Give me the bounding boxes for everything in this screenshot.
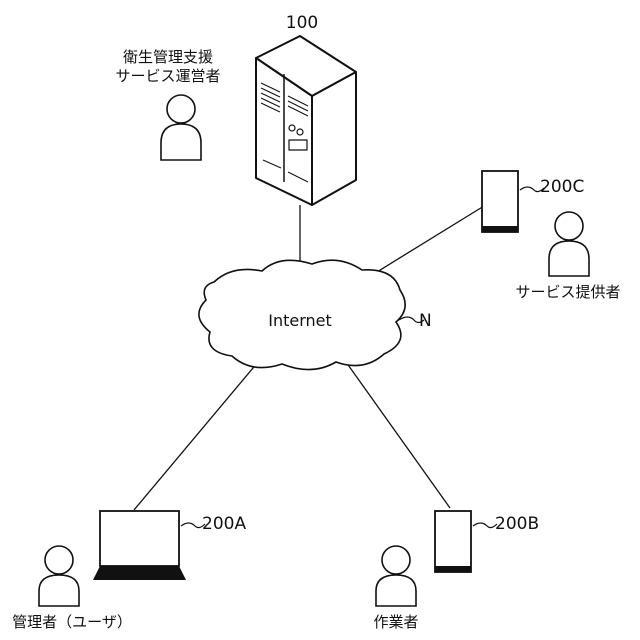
service-provider-label: サービス提供者: [515, 283, 620, 301]
smartphone-200B-icon: [435, 511, 471, 572]
worker-label: 作業者: [373, 613, 418, 631]
worker-person-icon: [376, 546, 416, 606]
smartphone-200B-leader: [473, 523, 497, 528]
service-provider-person-icon: [549, 212, 589, 276]
server-icon: [256, 36, 356, 205]
server-ref-label: 100: [286, 13, 318, 33]
network-ref-label: N: [419, 311, 432, 331]
smartphone-200C-ref-label: 200C: [540, 177, 584, 197]
operator-label-line2: サービス運営者: [115, 67, 220, 85]
laptop-200A-ref-label: 200A: [202, 514, 246, 534]
smartphone-200C-icon: [482, 171, 518, 232]
link-network-200B: [346, 362, 450, 508]
network-name-label: Internet: [268, 311, 332, 330]
operator-label-line1: 衛生管理支援: [123, 48, 213, 66]
link-network-200C: [372, 206, 484, 275]
admin-user-label: 管理者（ユーザ）: [12, 613, 132, 631]
laptop-200A-icon: [93, 511, 186, 580]
admin-user-person-icon: [39, 546, 79, 606]
smartphone-200B-ref-label: 200B: [495, 514, 539, 534]
operator-person-icon: [161, 95, 201, 160]
link-network-200A: [134, 362, 258, 510]
